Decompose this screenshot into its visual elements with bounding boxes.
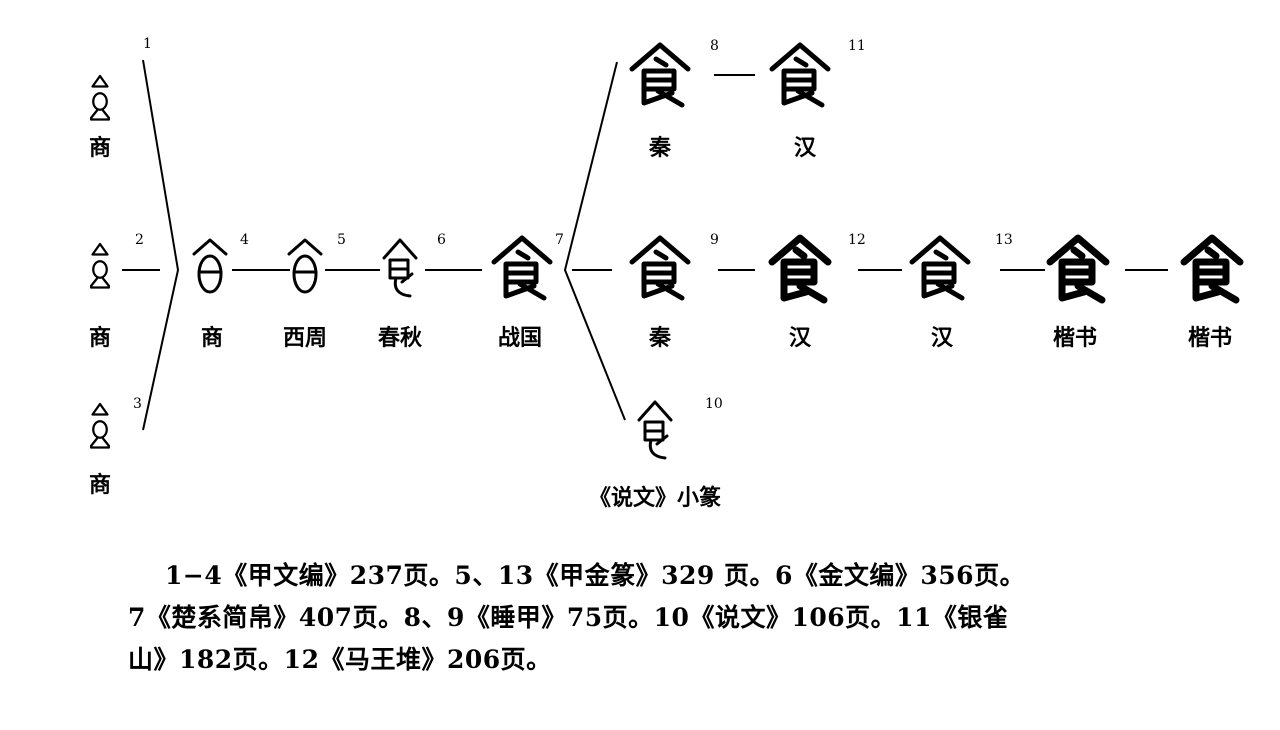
form-number: 2	[135, 232, 144, 248]
glyph-form-9	[629, 235, 691, 301]
form-number: 12	[848, 232, 866, 248]
period-label: 汉	[793, 135, 817, 161]
caption-line-1: 1−4《甲文编》237页。5、13《甲金篆》329 页。6《金文编》356页。	[165, 561, 1026, 590]
period-label: 秦	[648, 325, 672, 351]
glyph-form-13	[909, 235, 971, 301]
glyph-form-14	[1046, 234, 1110, 304]
period-label: 楷书	[1052, 325, 1098, 351]
form-number: 11	[848, 38, 866, 54]
period-label: 商	[88, 135, 112, 161]
form-number: 10	[705, 396, 723, 412]
form-number: 5	[337, 232, 346, 248]
glyph-form-7	[491, 235, 553, 301]
glyph-form-1	[89, 74, 111, 121]
caption-line-3: 山》182页。12《马王堆》206页。	[128, 645, 552, 674]
glyph-form-4	[192, 238, 228, 294]
period-label: 商	[88, 472, 112, 498]
period-label: 汉	[788, 325, 812, 351]
period-label: 春秋	[377, 325, 423, 351]
form-number: 3	[133, 396, 142, 412]
form-number: 13	[995, 232, 1013, 248]
period-label: 商	[88, 325, 112, 351]
glyph-form-12	[768, 234, 832, 304]
form-number: 8	[710, 38, 719, 54]
glyph-form-15	[1180, 234, 1244, 304]
period-label: 西周	[282, 325, 328, 351]
form-number: 1	[143, 36, 152, 52]
form-number: 9	[710, 232, 719, 248]
caption-line-2: 7《楚系简帛》407页。8、9《睡甲》75页。10《说文》106页。11《银雀	[128, 603, 1009, 632]
form-number: 7	[555, 232, 564, 248]
glyph-form-11	[769, 42, 831, 108]
glyph-form-8	[629, 42, 691, 108]
glyph-form-10	[637, 400, 673, 460]
glyph-form-2	[89, 242, 111, 289]
glyph-form-6	[382, 238, 418, 298]
period-label: 楷书	[1187, 325, 1233, 351]
period-label: 汉	[930, 325, 954, 351]
form-number: 6	[437, 232, 446, 248]
period-label: 秦	[648, 135, 672, 161]
period-label: 《说文》小篆	[588, 485, 722, 511]
form-number: 4	[240, 232, 249, 248]
bracket-left	[142, 59, 180, 431]
glyph-form-3	[89, 402, 111, 449]
period-label: 战国	[497, 325, 543, 351]
branch-right	[563, 61, 626, 421]
glyph-form-5	[287, 238, 323, 294]
period-label: 商	[200, 325, 224, 351]
